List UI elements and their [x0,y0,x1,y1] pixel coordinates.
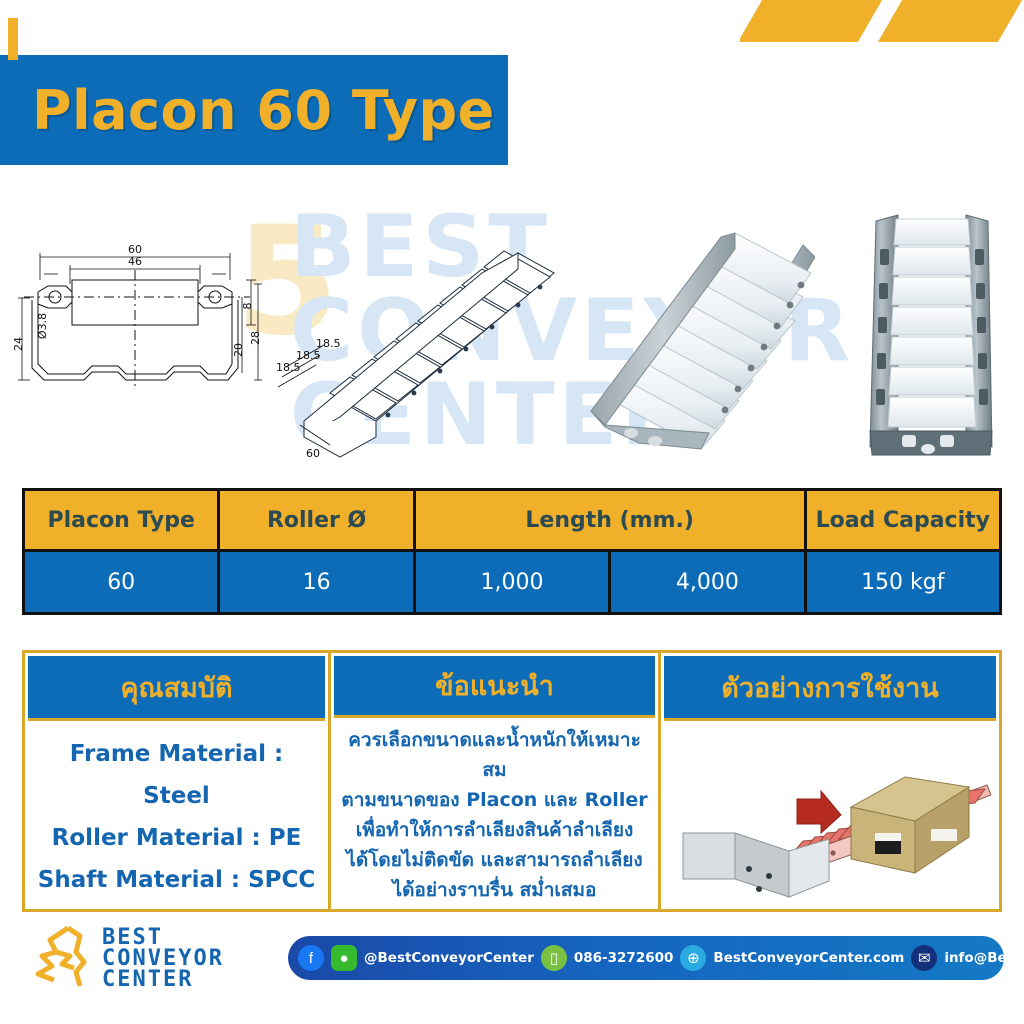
logo-line-2: CONVEYOR [102,945,224,971]
logo-text: BEST CONVEYOR CENTER [102,924,224,992]
svg-text:60: 60 [128,243,142,256]
material-list: Frame Material : Steel Roller Material :… [33,733,320,901]
frame-material: Frame Material : Steel [69,740,284,809]
advice-line-3: เพื่อทำให้การลำเลียงสินค้าลำเลียง [355,819,634,841]
svg-text:46: 46 [128,255,142,268]
placon-roller-conveyor-angle-photo [590,232,815,450]
table-row: 60 16 1,000 4,000 150 kgf [21,549,1003,615]
phone-icon[interactable]: ▯ [540,945,567,971]
website-text: BestConveyorCenter.com [713,950,905,966]
svg-text:8: 8 [241,303,254,310]
watermark-logo: 5 [235,195,340,369]
isometric-drawing: 18.5 18.5 18.5 60 [276,250,555,460]
line-id-text: @BestConveyorCenter [364,950,534,966]
cell-load-capacity: 150 kgf [803,549,1003,615]
specification-table: Placon Type Roller Ø Length (mm.) Load C… [21,488,1003,615]
logo-line-3: CENTER [102,966,194,992]
globe-icon[interactable]: ⊕ [680,945,707,971]
usage-heading: ตัวอย่างการใช้งาน [664,656,996,721]
mail-icon[interactable]: ✉ [911,945,938,971]
properties-body: Frame Material : Steel Roller Material :… [25,724,328,909]
usage-column: ตัวอย่างการใช้งาน [661,653,999,909]
advice-body: ควรเลือกขนาดและน้ำหนักให้เหมาะสม ตามขนาด… [331,721,658,909]
header-stripes [740,0,1024,50]
advice-heading: ข้อแนะนำ [334,656,655,718]
advice-text: ควรเลือกขนาดและน้ำหนักให้เหมาะสม ตามขนาด… [339,725,650,905]
svg-text:18.5: 18.5 [296,349,321,362]
box-on-roller-conveyor-illustration [682,775,991,898]
advice-line-2: ตามขนาดของ Placon และ Roller [341,789,648,811]
stripe-2 [877,0,1023,42]
column-length: Length (mm.) [412,488,807,552]
properties-heading: คุณสมบัติ [28,656,325,721]
logo-mark-icon [35,925,87,987]
stripe-1 [740,0,883,42]
column-roller-diameter: Roller Ø [217,488,416,552]
phone-number-text: 086-3272600 [573,950,674,966]
placon-roller-conveyor-front-photo [869,214,993,456]
svg-text:28: 28 [249,331,262,345]
line-icon[interactable]: ● [331,945,357,971]
advice-line-5: ได้อย่างราบรื่น สม่ำเสมอ [392,879,597,901]
svg-text:18.5: 18.5 [316,337,341,350]
advice-line-4: ได้โดยไม่ติดขัด และสามารถลำเลียง [346,849,643,871]
email-text: info@BestConveyorCenter.com [944,950,1024,966]
shaft-material: Shaft Material : SPCC [37,866,316,893]
logo-line-1: BEST [102,924,163,950]
title-banner: Placon 60 Type [0,55,508,165]
footer: BEST CONVEYOR CENTER f ● @BestConveyorCe… [0,920,1024,1000]
svg-text:24: 24 [14,337,25,351]
table-header-row: Placon Type Roller Ø Length (mm.) Load C… [21,488,1003,552]
svg-text:18.5: 18.5 [276,361,301,374]
cross-section-drawing: 60 46 24 Ø3.8 8 20 28 [14,243,262,390]
footer-accent-bar [8,18,18,60]
roller-material: Roller Material : PE [51,824,302,851]
svg-text:20: 20 [232,343,245,357]
svg-text:60: 60 [306,447,320,460]
facebook-icon[interactable]: f [298,945,324,971]
advice-line-1: ควรเลือกขนาดและน้ำหนักให้เหมาะสม [348,729,641,781]
column-load-capacity: Load Capacity [803,488,1003,552]
column-placon-type: Placon Type [21,488,221,552]
contact-bar: f ● @BestConveyorCenter ▯ 086-3272600 ⊕ … [288,936,1024,980]
advice-column: ข้อแนะนำ ควรเลือกขนาดและน้ำหนักให้เหมาะส… [331,653,661,909]
info-panel: คุณสมบัติ Frame Material : Steel Roller … [22,650,1002,912]
cell-roller-diameter: 16 [217,549,416,615]
cell-length-1: 1,000 [412,549,612,615]
page-title: Placon 60 Type [32,78,495,142]
usage-body [661,724,999,909]
svg-text:Ø3.8: Ø3.8 [36,313,49,339]
cell-length-2: 4,000 [608,549,807,615]
company-logo: BEST CONVEYOR CENTER [28,922,224,994]
cell-placon-type: 60 [21,549,221,615]
properties-column: คุณสมบัติ Frame Material : Steel Roller … [25,653,331,909]
